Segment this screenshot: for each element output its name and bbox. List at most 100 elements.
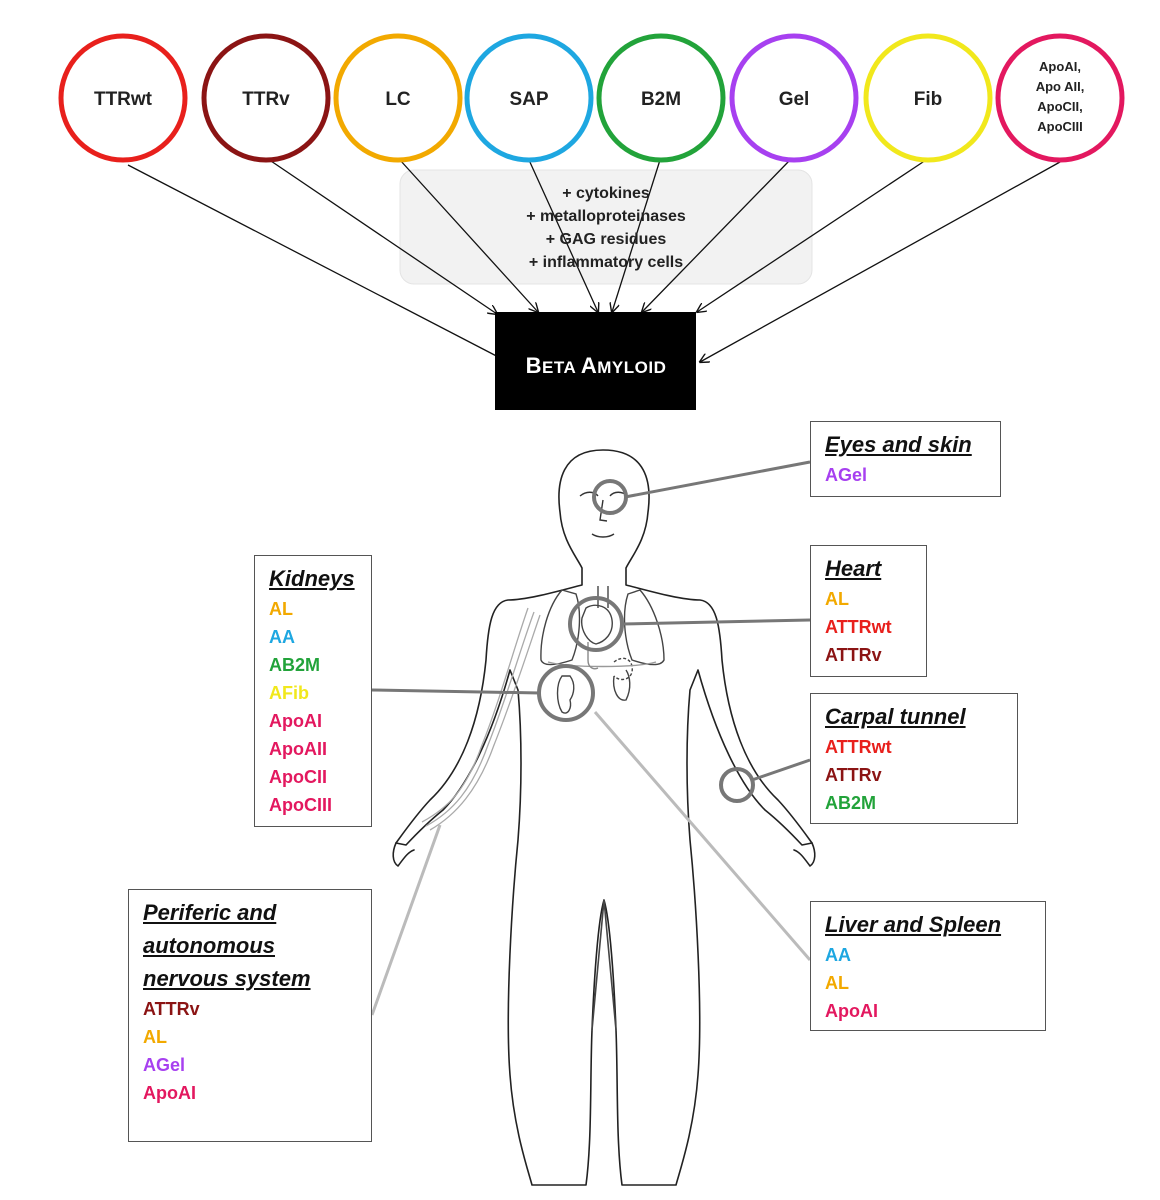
kidney-highlight (537, 664, 595, 722)
nerve-line (425, 611, 535, 827)
precursor-label: TTRwt (94, 89, 153, 110)
organ-item: ApoCIII (269, 795, 332, 815)
organ-box-kidneys: Kidneys AL AA AB2M AFib ApoAI ApoAII Apo… (254, 555, 372, 827)
precursor-circle (863, 33, 993, 163)
organ-title: Eyes and skin (825, 432, 972, 457)
organ-title-line: autonomous (143, 933, 275, 958)
precursor-circle (596, 33, 726, 163)
precursor-lc: LC (333, 33, 463, 163)
organ-item: ApoAII (269, 739, 327, 759)
diaphragm (547, 661, 657, 668)
organ-item: ApoAI (825, 1001, 878, 1021)
cofactor-panel (399, 169, 813, 285)
cofactor-item: + cytokines (562, 185, 650, 202)
organ-item: AL (143, 1027, 167, 1047)
organ-item: AGel (825, 465, 868, 485)
organ-title: Liver and Spleen (825, 912, 1002, 937)
connector-eyes (624, 460, 811, 499)
precursor-apo: ApoAI, Apo AII, ApoCII, ApoCIII (995, 33, 1125, 163)
precursor-circle (729, 33, 859, 163)
organ-box-heart: Heart AL ATTRwt ATTRv (810, 545, 927, 677)
organ-item: ATTRv (825, 645, 882, 665)
precursor-label-line: ApoCII, (1037, 99, 1083, 114)
precursor-label: Gel (779, 89, 810, 110)
organ-item: AFib (269, 683, 309, 703)
organ-item: ATTRv (143, 999, 200, 1019)
precursor-ttrwt: TTRwt (58, 33, 188, 163)
organ-box-carpal: Carpal tunnel ATTRwt ATTRv AB2M (810, 693, 1018, 824)
precursor-arrows (127, 158, 1061, 362)
precursor-fib: Fib (863, 33, 993, 163)
organ-item: AA (825, 945, 851, 965)
organ-title: Carpal tunnel (825, 704, 966, 729)
kidney-shape (556, 675, 575, 714)
organ-item: AL (269, 599, 293, 619)
organ-item: ApoCII (269, 767, 327, 787)
connector-nervous (370, 824, 442, 1016)
mouth (591, 533, 615, 538)
organ-box-eyes: Eyes and skin AGel (810, 421, 1001, 497)
organ-title: Heart (825, 556, 882, 581)
beta-amyloid-box (495, 312, 696, 410)
organ-item: ApoAI (143, 1083, 196, 1103)
precursor-label-line: ApoCIII (1037, 119, 1083, 134)
precursor-label-line: ApoAI, (1039, 59, 1081, 74)
organ-item: AB2M (269, 655, 321, 675)
arm-nerves (421, 607, 541, 831)
arrow-sap (528, 159, 598, 312)
arrow-apo (700, 161, 1061, 362)
organ-connectors (370, 460, 812, 1016)
organ-item: ATTRwt (825, 617, 892, 637)
nerve-line (429, 614, 541, 831)
right-lung (623, 589, 665, 666)
precursor-gel: Gel (729, 33, 859, 163)
face (579, 491, 629, 538)
precursor-label: LC (385, 89, 411, 110)
precursor-label: TTRv (242, 89, 290, 110)
arrow-lc (399, 159, 538, 312)
precursor-circle (58, 33, 188, 163)
eye-left (579, 491, 599, 497)
precursor-label-line: Apo AII, (1036, 79, 1085, 94)
organ-box-liver: Liver and Spleen AA AL ApoAI (810, 901, 1046, 1031)
right-hand (793, 842, 816, 867)
eye-highlight (592, 479, 628, 515)
precursor-sap: SAP (464, 33, 594, 163)
internal-organs (540, 586, 665, 714)
left-hand (392, 842, 415, 867)
arrow-b2m (612, 159, 661, 312)
organ-box-nervous: Periferic and autonomous nervous system … (128, 889, 372, 1142)
nose (599, 499, 608, 522)
precursor-label: SAP (509, 89, 548, 110)
left-lung (540, 589, 581, 666)
leg-divider (591, 899, 617, 1031)
connector-liver (593, 711, 812, 961)
wrist-highlight (719, 767, 755, 803)
organ-item: ATTRv (825, 765, 882, 785)
precursor-circle (464, 33, 594, 163)
precursor-b2m: B2M (596, 33, 726, 163)
arrow-fib (697, 159, 927, 312)
connector-carpal (751, 758, 811, 782)
organ-item: ApoAI (269, 711, 322, 731)
precursor-circle (201, 33, 331, 163)
liver (612, 669, 631, 701)
arrow-ttrv (267, 158, 497, 314)
beta-amyloid-label: BETA AMYLOID (526, 353, 667, 378)
nerve-line (421, 607, 529, 823)
organ-item: AB2M (825, 793, 877, 813)
highlight-circles (537, 479, 755, 803)
heart-line (587, 642, 599, 670)
organ-item: ATTRwt (825, 737, 892, 757)
cofactor-item: + GAG residues (546, 231, 667, 248)
organ-title-line: Periferic and (143, 900, 277, 925)
heart-highlight (568, 596, 624, 652)
connector-heart (621, 618, 811, 626)
organ-item: AL (825, 589, 849, 609)
organ-title-line: nervous system (143, 966, 311, 991)
precursor-circle (995, 33, 1125, 163)
organ-item: AL (825, 973, 849, 993)
organ-item: AA (269, 627, 295, 647)
organ-title: Kidneys (269, 566, 355, 591)
